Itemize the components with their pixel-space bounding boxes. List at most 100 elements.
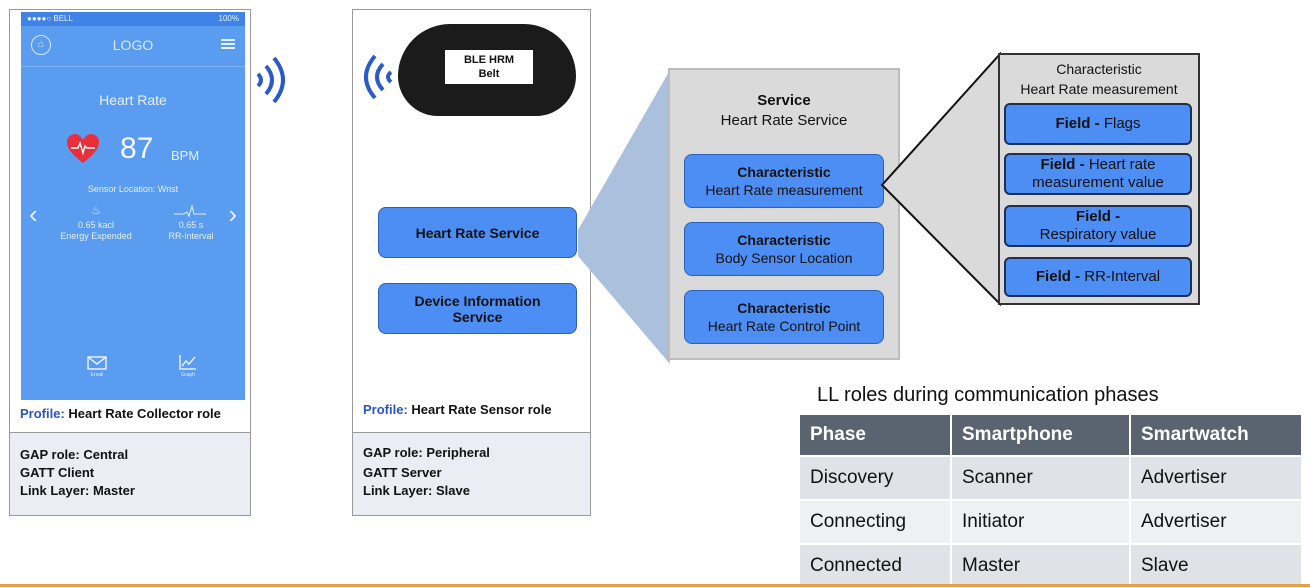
zoom-wedge [578,70,670,364]
device-label-line1: BLE HRM [463,54,515,66]
table-cell: Connected [800,543,952,587]
bottom-accent-line [0,584,1310,587]
wireless-signal-icon [256,56,285,104]
sensor-panel: BLE HRM Belt Heart Rate Service Device I… [352,9,591,434]
app-logo: LOGO [112,37,154,53]
app-bar: ⌂ LOGO [21,26,245,67]
characteristic-heart-rate-measurement[interactable]: Characteristic Heart Rate measurement [684,154,884,208]
table-header-row: Phase Smartphone Smartwatch [800,415,1303,456]
chart-icon[interactable] [179,354,197,370]
field-rr-interval[interactable]: Field - RR-Interval [1004,257,1192,297]
table-row: Connected Master Slave [800,543,1303,587]
header-smartwatch: Smartwatch [1130,415,1303,456]
char3-title: Characteristic [737,300,831,316]
heart-rate-service-button[interactable]: Heart Rate Service [378,207,577,258]
status-bar: ●●●●○ BELL 100% [21,12,245,26]
field2-line2: measurement value [1032,174,1164,191]
table-cell: Discovery [800,455,952,500]
zoom-wedge-2 [880,52,1001,307]
characteristic-panel: Characteristic Heart Rate measurement Fi… [998,53,1200,305]
field-flags[interactable]: Field - Flags [1004,103,1192,145]
collector-phone-panel: ●●●●○ BELL 100% ⌂ LOGO Heart Rate 87 BPM… [9,9,251,434]
table-cell: Master [951,543,1131,587]
table-cell: Advertiser [1130,455,1303,500]
service-subtitle: Heart Rate Service [720,112,848,129]
ll-roles-table: Phase Smartphone Smartwatch Discovery Sc… [800,415,1303,587]
service2-line2: Service [452,308,503,325]
energy-value: 0.65 kacl [77,220,115,230]
table-cell: Scanner [951,455,1131,500]
menu-icon[interactable] [221,39,235,49]
field2-sep: - [1075,156,1089,173]
service1-label: Heart Rate Service [415,224,540,241]
field1-sep: - [1090,115,1104,132]
table-row: Connecting Initiator Advertiser [800,499,1303,544]
home-icon[interactable]: ⌂ [31,35,51,55]
characteristic-subtitle: Heart Rate measurement [1020,81,1178,97]
char2-name: Body Sensor Location [715,250,853,266]
gatt-role: GATT Server [363,465,442,480]
field1-line1: Flags [1103,115,1141,132]
device-label: BLE HRM Belt [445,50,533,84]
screen-title: Heart Rate [99,92,167,108]
mail-icon[interactable] [87,356,107,370]
gatt-role: GATT Client [20,465,95,480]
table-cell: Slave [1130,543,1303,587]
profile-value: Heart Rate Sensor role [411,402,552,417]
char1-name: Heart Rate measurement [705,182,863,198]
gap-role: GAP role: Peripheral [363,445,490,460]
field3-sep: - [1110,208,1121,225]
device-information-service-button[interactable]: Device Information Service [378,283,577,334]
carrier-status: ●●●●○ BELL [27,14,73,23]
mail-label: Email [90,372,104,378]
field3-line2: Respiratory value [1039,226,1157,243]
collector-roles-box: GAP role: Central GATT Client Link Layer… [9,432,251,516]
rr-value: 0.65 s [178,220,204,230]
sensor-location: Sensor Location: Wrist [87,184,179,194]
bpm-unit: BPM [171,148,200,163]
field-heart-rate-measurement-value[interactable]: Field - Heart rate measurement value [1004,153,1192,195]
characteristic-title: Characteristic [1056,61,1142,77]
table-cell: Advertiser [1130,499,1303,544]
characteristic-heart-rate-control-point[interactable]: Characteristic Heart Rate Control Point [684,290,884,344]
char2-title: Characteristic [737,232,831,248]
profile-key: Profile: [20,406,65,421]
heart-icon [67,134,99,163]
table-cell: Initiator [951,499,1131,544]
profile-key: Profile: [363,402,408,417]
char1-title: Characteristic [737,164,831,180]
field1-key: Field [1055,115,1091,132]
energy-label: Energy Expended [60,231,132,241]
char3-name: Heart Rate Control Point [707,318,861,334]
field4-sep: - [1070,268,1085,285]
field-respiratory-value[interactable]: Field - Respiratory value [1004,205,1192,247]
header-phase: Phase [800,415,952,456]
bpm-value: 87 [120,132,154,165]
field4-key: Field [1035,268,1071,285]
chevron-right-icon[interactable]: › [228,199,237,229]
field3-key: Field [1075,208,1111,225]
sensor-roles-box: GAP role: Peripheral GATT Server Link La… [352,432,591,516]
collector-profile: Profile: Heart Rate Collector role [20,406,221,421]
service-title: Service [757,92,811,109]
gap-role: GAP role: Central [20,447,129,462]
sensor-profile: Profile: Heart Rate Sensor role [363,402,552,417]
battery-status: 100% [218,14,239,23]
chevron-left-icon[interactable]: ‹ [29,199,38,229]
phone-screen: ●●●●○ BELL 100% ⌂ LOGO Heart Rate 87 BPM… [21,12,245,400]
link-layer-role: Link Layer: Master [20,483,135,498]
field2-key: Field [1040,156,1076,173]
table-cell: Connecting [800,499,952,544]
ll-table-caption: LL roles during communication phases [817,384,1159,406]
link-layer-role: Link Layer: Slave [363,483,470,498]
service-panel: Service Heart Rate Service Characteristi… [668,68,900,360]
profile-value: Heart Rate Collector role [68,406,221,421]
field4-line1: RR-Interval [1084,268,1161,285]
table-row: Discovery Scanner Advertiser [800,455,1303,500]
flame-icon: ♨ [91,205,101,217]
sensor-signal-icon [364,54,393,100]
characteristic-body-sensor-location[interactable]: Characteristic Body Sensor Location [684,222,884,276]
rr-label: RR-interval [168,231,214,241]
field2-line1: Heart rate [1088,156,1156,173]
chart-label: Graph [181,372,195,378]
